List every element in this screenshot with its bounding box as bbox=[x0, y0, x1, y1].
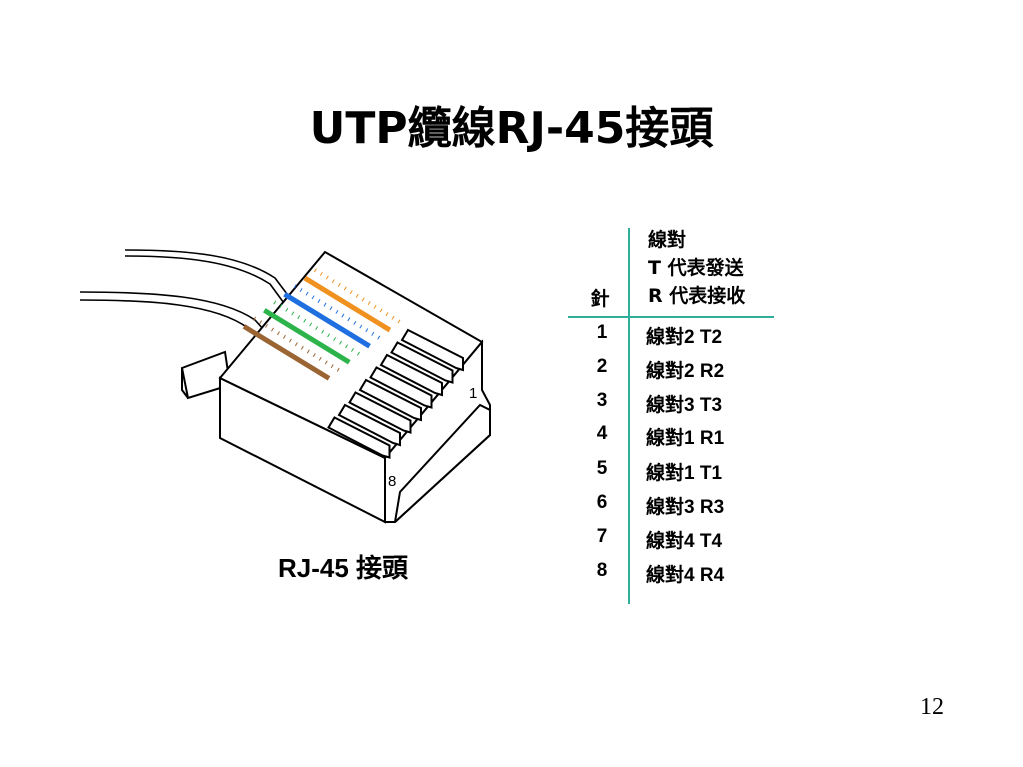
wire-striped bbox=[313, 268, 402, 324]
table-row: 2 線對2 R2 bbox=[560, 356, 780, 386]
pair-assignment: 線對1 T1 bbox=[646, 463, 723, 484]
contact-blade bbox=[358, 378, 422, 422]
table-header-divider bbox=[568, 316, 774, 318]
pair-assignment: 線對2 R2 bbox=[646, 361, 725, 382]
table-row: 6 線對3 R3 bbox=[560, 492, 780, 522]
table-row: 4 線對1 R1 bbox=[560, 423, 780, 453]
pin-label-first: 1 bbox=[469, 385, 477, 402]
table-row: 3 線對3 T3 bbox=[560, 390, 780, 420]
wire-striped bbox=[253, 316, 341, 373]
header-pair-line: T 代表發送 bbox=[648, 257, 744, 279]
contact-blade bbox=[369, 366, 433, 409]
pin-number: 3 bbox=[596, 390, 608, 411]
contact-blade bbox=[390, 341, 454, 384]
pin-number: 5 bbox=[596, 458, 608, 479]
page-number: 12 bbox=[920, 694, 944, 720]
pin-number: 8 bbox=[596, 560, 608, 581]
pin-number: 1 bbox=[596, 322, 608, 343]
table-row: 8 線對4 R4 bbox=[560, 560, 780, 590]
contact-blade bbox=[327, 416, 391, 459]
contact-blade bbox=[379, 353, 443, 397]
slide-title: UTP纜線RJ-45接頭 bbox=[309, 103, 714, 154]
pair-assignment: 線對3 R3 bbox=[646, 497, 725, 518]
rj45-connector-illustration: 1 8 bbox=[79, 249, 491, 524]
contact-blade bbox=[400, 328, 464, 372]
pin-assignment-table: 針 線對 T 代表發送 R 代表接收 1 線對2 T2 2 線對2 R2 3 線對3 T3… bbox=[560, 222, 780, 608]
table-vertical-divider bbox=[628, 228, 630, 604]
pair-assignment: 線對3 T3 bbox=[646, 395, 723, 416]
connector-base-lip bbox=[394, 403, 491, 523]
pair-assignment: 線對2 T2 bbox=[646, 327, 723, 348]
header-pin: 針 bbox=[590, 288, 610, 310]
wire-striped bbox=[293, 284, 381, 340]
pin-number: 2 bbox=[596, 356, 608, 377]
header-pair-line: R 代表接收 bbox=[648, 285, 746, 307]
pin-number: 4 bbox=[596, 423, 608, 444]
table-row: 1 線對2 T2 bbox=[560, 322, 780, 352]
pin-number: 6 bbox=[596, 492, 608, 513]
wire-solid bbox=[283, 292, 371, 349]
pin-label-last: 8 bbox=[388, 473, 396, 490]
wire-pairs bbox=[242, 268, 402, 381]
pair-assignment: 線對4 T4 bbox=[646, 531, 723, 552]
wire-solid bbox=[303, 275, 392, 333]
connector-caption: RJ-45 接頭 bbox=[278, 553, 409, 583]
contact-blades bbox=[327, 328, 464, 459]
pair-assignment: 線對1 R1 bbox=[646, 428, 725, 449]
wire-solid bbox=[262, 308, 351, 365]
pair-assignment: 線對4 R4 bbox=[646, 565, 725, 586]
table-row: 5 線對1 T1 bbox=[560, 458, 780, 488]
wire-solid bbox=[242, 324, 331, 381]
header-pair: 線對 T 代表發送 R 代表接收 bbox=[648, 226, 745, 310]
header-pair-line: 線對 bbox=[648, 229, 687, 251]
cable-strands bbox=[79, 249, 306, 355]
contact-blade bbox=[337, 403, 401, 447]
pin-number: 7 bbox=[596, 526, 608, 547]
contact-blade bbox=[348, 391, 412, 434]
table-row: 7 線對4 T4 bbox=[560, 526, 780, 556]
wire-striped bbox=[273, 300, 361, 356]
